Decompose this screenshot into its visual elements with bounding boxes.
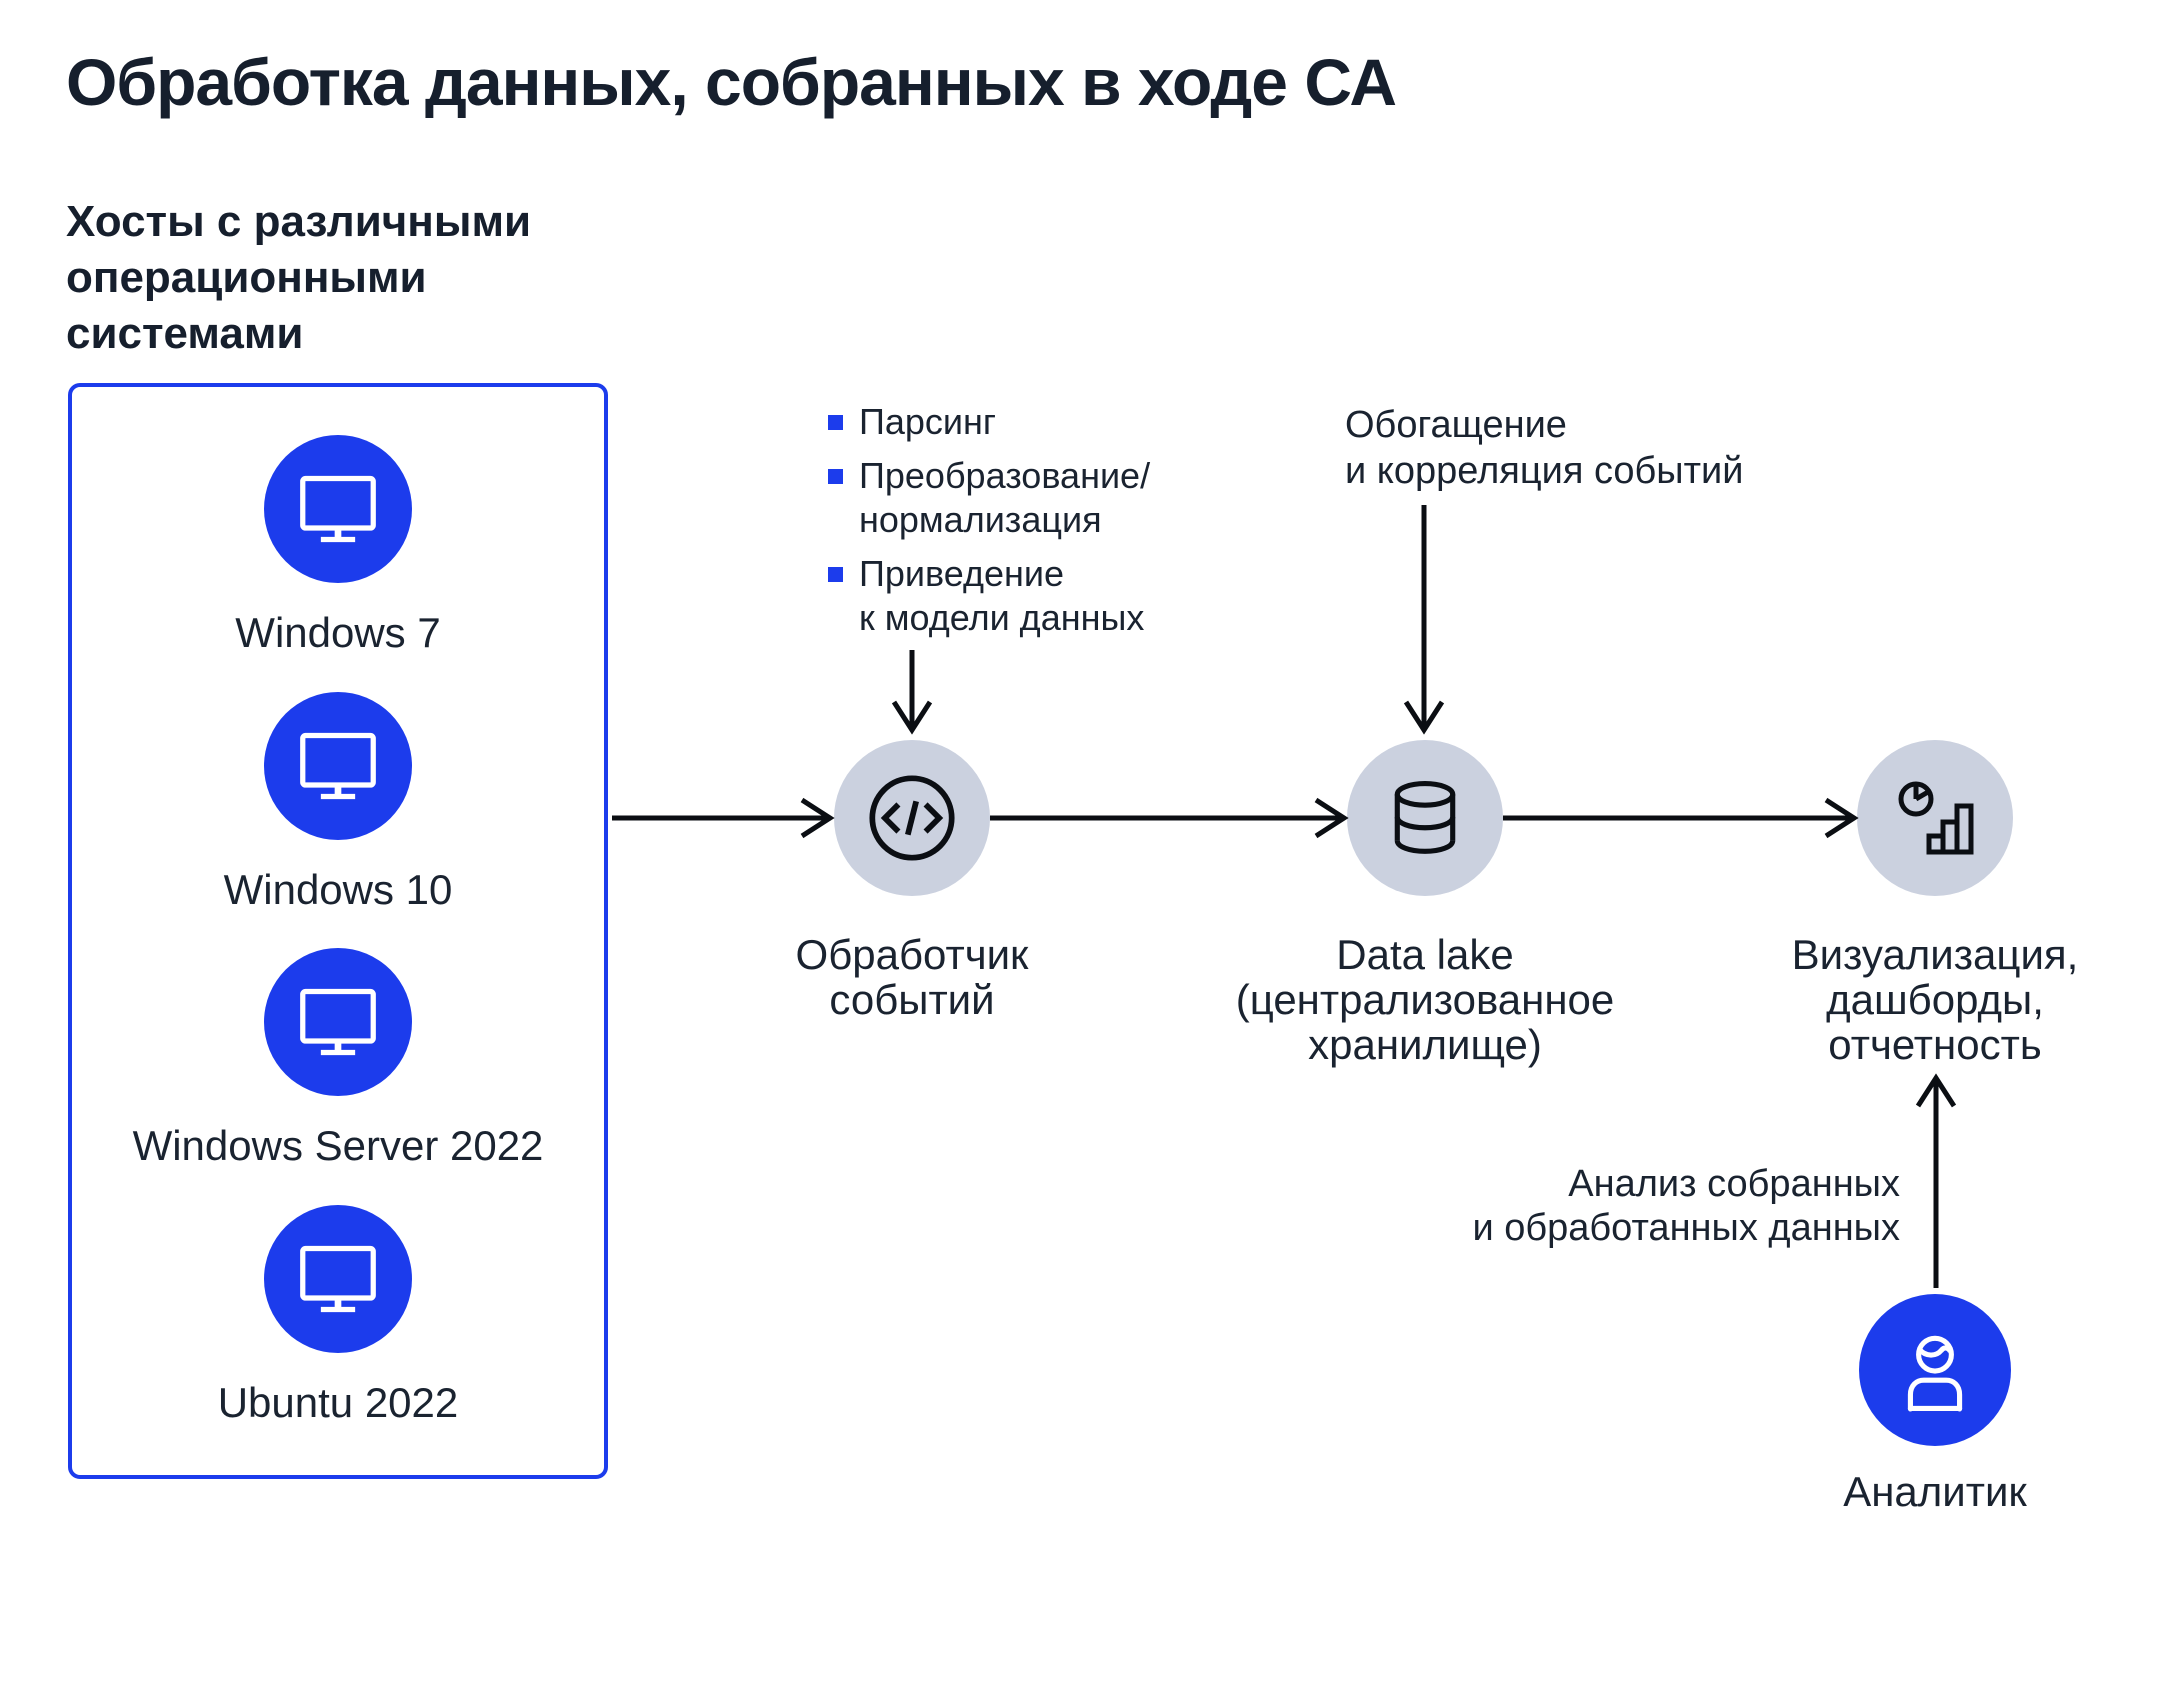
host-node [263, 1204, 412, 1353]
bullet-line: Преобразование/ [859, 455, 1151, 496]
monitor-icon [298, 1243, 378, 1315]
host-label: Windows Server 2022 [132, 1122, 544, 1170]
host-node [263, 948, 412, 1097]
bullet-square-icon [828, 469, 843, 484]
bullet-square-icon [828, 415, 843, 430]
monitor-icon [298, 473, 378, 545]
list-item: Преобразование/ нормализация [828, 454, 1150, 542]
bullet-square-icon [828, 567, 843, 582]
host-label: Ubuntu 2022 [217, 1378, 459, 1426]
host-node [263, 691, 412, 840]
annotation-line: Анализ собранных [1568, 1163, 1900, 1205]
hosts-heading: Хосты с различными операционными система… [66, 194, 531, 362]
annotation-line: и корреляция событий [1345, 450, 1744, 492]
event-processor-node [834, 740, 990, 896]
analyst-annotation: Анализ собранных и обработанных данных [1380, 1162, 1900, 1250]
bullet-line: нормализация [859, 499, 1102, 540]
code-icon [865, 771, 959, 865]
label-line: хранилище) [1308, 1021, 1542, 1068]
visualization-label: Визуализация, дашборды, отчетность [1705, 932, 2165, 1067]
hosts-heading-line: Хосты с различными [66, 197, 532, 246]
analyst-label: Аналитик [1843, 1468, 2027, 1515]
enrichment-annotation: Обогащение и корреляция событий [1345, 402, 1743, 494]
data-lake-node [1347, 740, 1503, 896]
hosts-heading-line: операционными [66, 253, 427, 302]
label-line: (централизованное [1235, 976, 1615, 1023]
host-label: Windows 10 [223, 865, 453, 913]
hosts-group-box: Windows 7 Windows 10 [68, 383, 608, 1479]
annotation-line: и обработанных данных [1472, 1207, 1900, 1249]
bullet-line: к модели данных [859, 597, 1145, 638]
list-item: Приведение к модели данных [828, 552, 1150, 640]
host-item-windows-server-2022: Windows Server 2022 [132, 948, 544, 1170]
label-line: дашборды, [1826, 976, 2044, 1023]
chart-icon [1892, 778, 1978, 858]
label-line: Обработчик [795, 931, 1029, 978]
list-item: Парсинг [828, 400, 1150, 444]
bullet-line: Парсинг [859, 401, 997, 442]
annotation-line: Обогащение [1345, 404, 1567, 446]
analyst-node [1859, 1294, 2011, 1446]
host-node [264, 435, 412, 584]
person-icon [1894, 1327, 1976, 1413]
page-title: Обработка данных, собранных в ходе СА [66, 45, 1397, 119]
label-line: отчетность [1828, 1021, 2042, 1068]
visualization-node [1857, 740, 2013, 896]
label-line: Data lake [1336, 931, 1514, 978]
label-line: событий [829, 976, 995, 1023]
hosts-heading-line: системами [66, 309, 304, 358]
data-lake-label: Data lake (централизованное хранилище) [1195, 932, 1655, 1067]
monitor-icon [298, 730, 378, 802]
processor-notes-list: Парсинг Преобразование/ нормализация При… [828, 400, 1150, 650]
event-processor-label: Обработчик событий [682, 932, 1142, 1022]
host-item-ubuntu-2022: Ubuntu 2022 [217, 1204, 459, 1427]
host-item-windows-10: Windows 10 [223, 691, 453, 914]
monitor-icon [298, 986, 378, 1058]
database-icon [1388, 779, 1462, 857]
host-label: Windows 7 [235, 609, 441, 657]
bullet-line: Приведение [859, 553, 1064, 594]
host-item-windows-7: Windows 7 [235, 435, 441, 657]
label-line: Визуализация, [1791, 931, 2079, 978]
